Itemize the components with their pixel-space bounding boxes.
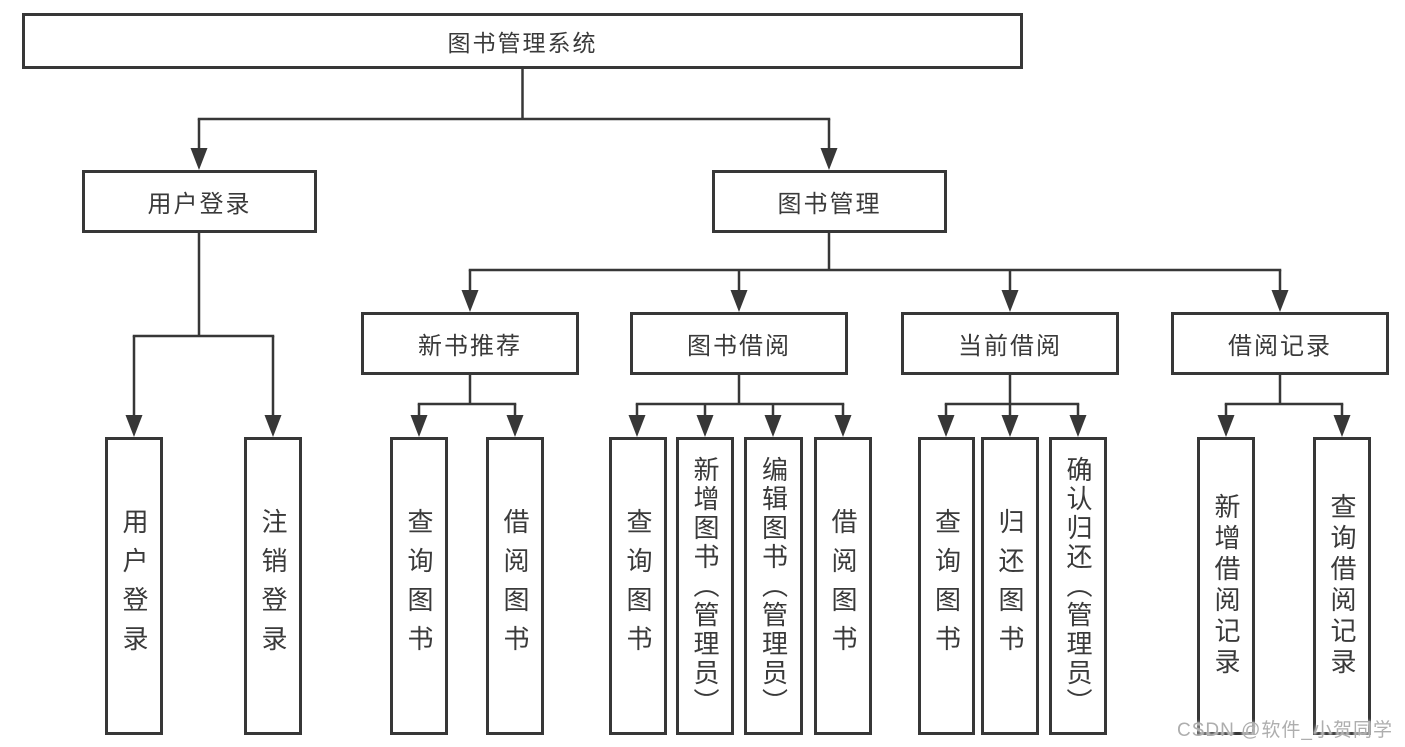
leaf-borrow-books: 借阅图书 bbox=[814, 437, 872, 735]
leaf-logout: 注销登录 bbox=[244, 437, 302, 735]
node-book-management: 图书管理 bbox=[712, 170, 947, 233]
leaf-borrow-books-recommend: 借阅图书 bbox=[486, 437, 544, 735]
node-current-borrow: 当前借阅 bbox=[901, 312, 1119, 375]
node-user-login-label: 用户登录 bbox=[147, 191, 252, 218]
node-root: 图书管理系统 bbox=[22, 13, 1023, 69]
leaf-confirm-return-admin-label: 确认归还（管理员） bbox=[1063, 455, 1093, 717]
leaf-return-book-label: 归还图书 bbox=[995, 508, 1025, 664]
node-book-borrow: 图书借阅 bbox=[630, 312, 848, 375]
node-book-management-label: 图书管理 bbox=[777, 191, 882, 218]
leaf-confirm-return-admin: 确认归还（管理员） bbox=[1049, 437, 1107, 735]
node-book-borrow-label: 图书借阅 bbox=[687, 333, 791, 360]
leaf-user-login-label: 用户登录 bbox=[119, 508, 149, 664]
node-new-book-recommend-label: 新书推荐 bbox=[418, 333, 522, 360]
leaf-return-book: 归还图书 bbox=[981, 437, 1039, 735]
leaf-edit-book-admin: 编辑图书（管理员） bbox=[744, 437, 803, 735]
leaf-add-book-admin: 新增图书（管理员） bbox=[676, 437, 734, 735]
leaf-query-books-recommend: 查询图书 bbox=[390, 437, 448, 735]
leaf-user-login: 用户登录 bbox=[105, 437, 163, 735]
leaf-query-books-current-label: 查询图书 bbox=[931, 508, 962, 664]
leaf-borrow-books-recommend-label: 借阅图书 bbox=[500, 508, 530, 664]
node-new-book-recommend: 新书推荐 bbox=[361, 312, 579, 375]
leaf-query-books-current: 查询图书 bbox=[918, 437, 975, 735]
node-borrow-records: 借阅记录 bbox=[1171, 312, 1389, 375]
leaf-add-borrow-record-label: 新增借阅记录 bbox=[1211, 493, 1241, 679]
node-borrow-records-label: 借阅记录 bbox=[1228, 333, 1332, 360]
node-user-login: 用户登录 bbox=[82, 170, 317, 233]
leaf-query-borrow-record: 查询借阅记录 bbox=[1313, 437, 1371, 735]
leaf-add-book-admin-label: 新增图书（管理员） bbox=[690, 455, 720, 717]
node-root-label: 图书管理系统 bbox=[447, 30, 598, 56]
leaf-query-books-recommend-label: 查询图书 bbox=[404, 508, 434, 664]
node-current-borrow-label: 当前借阅 bbox=[958, 333, 1062, 360]
leaf-query-borrow-record-label: 查询借阅记录 bbox=[1327, 493, 1357, 679]
leaf-logout-label: 注销登录 bbox=[258, 508, 288, 664]
leaf-borrow-books-label: 借阅图书 bbox=[828, 508, 858, 664]
leaf-query-books-borrow-label: 查询图书 bbox=[623, 508, 653, 664]
watermark: CSDN @软件_小贺同学 bbox=[1177, 720, 1393, 741]
leaf-query-books-borrow: 查询图书 bbox=[609, 437, 667, 735]
leaf-add-borrow-record: 新增借阅记录 bbox=[1197, 437, 1255, 735]
leaf-edit-book-admin-label: 编辑图书（管理员） bbox=[758, 455, 789, 717]
